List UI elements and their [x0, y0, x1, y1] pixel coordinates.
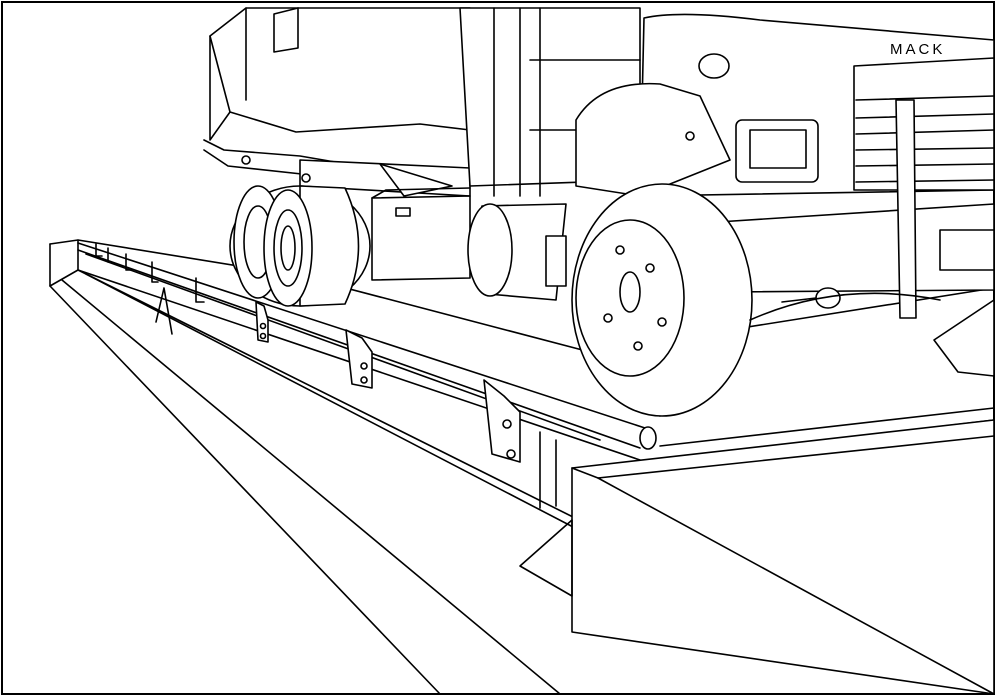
rear-wheels: [229, 185, 371, 307]
rail-brackets: [95, 243, 557, 509]
front-wheel: [571, 183, 753, 417]
mack-brand-text: MACK: [890, 41, 945, 58]
truck: [203, 7, 995, 417]
concrete-block: [519, 419, 995, 695]
